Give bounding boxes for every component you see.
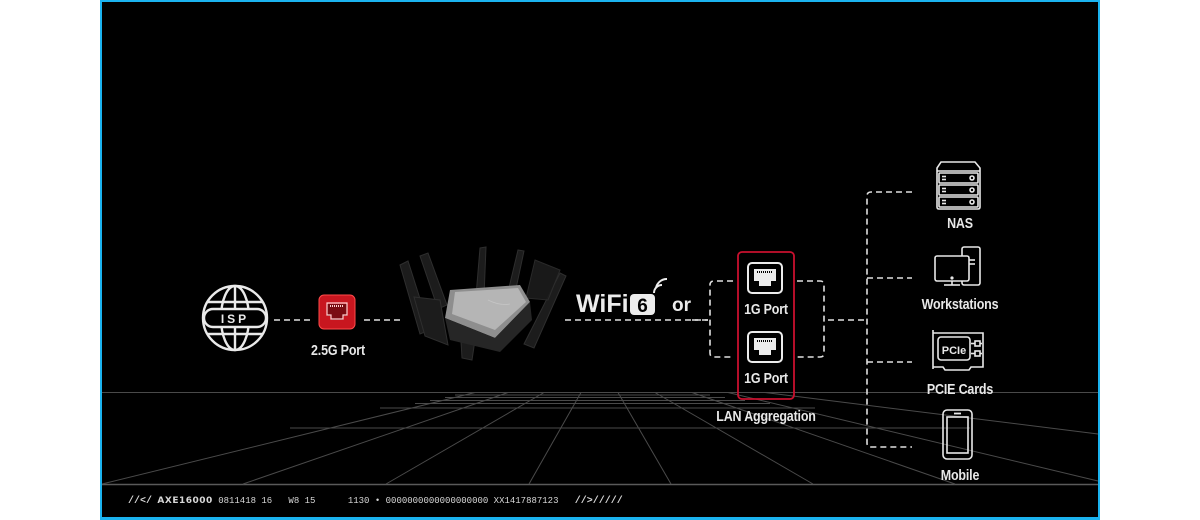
nas-server-icon <box>936 161 981 210</box>
mobile-phone-icon <box>942 409 973 460</box>
footer-suffix: //>///// <box>574 496 623 507</box>
footer-prefix: //</ <box>128 496 153 507</box>
lan-port-1-label: 1G Port <box>744 302 788 318</box>
device-label-nas: NAS <box>947 216 973 232</box>
wifi-label: WiFi <box>576 290 629 319</box>
footer-model: AXE16000 <box>157 496 213 506</box>
workstation-icon <box>934 246 981 286</box>
device-label-mobile: Mobile <box>940 468 980 484</box>
connection-lines <box>274 191 912 448</box>
lan-port-2-icon <box>747 331 783 363</box>
svg-text:PCIe: PCIe <box>942 345 966 357</box>
lan-aggregation-label: LAN Aggregation <box>716 409 816 425</box>
lan-port-1-icon <box>747 262 783 294</box>
device-label-pcie-cards: PCIE Cards <box>926 382 994 398</box>
svg-text:6: 6 <box>637 296 648 317</box>
globe-icon: ISP <box>201 284 269 352</box>
footer-code-1: 0811418 16 <box>218 496 273 506</box>
or-label: or <box>672 295 691 316</box>
wifi-text: WiFi <box>576 290 629 318</box>
lan-aggregation-group <box>737 251 795 400</box>
diagram-frame <box>100 0 1100 520</box>
router-icon <box>399 246 567 361</box>
device-label-workstations: Workstations <box>921 297 999 313</box>
lan-port-2-label: 1G Port <box>744 371 788 387</box>
footer-code-2: W8 15 <box>288 496 316 506</box>
perspective-grid <box>101 392 1099 486</box>
footer-code-strip: //</ AXE16000 0811418 16 W8 15 1130 • 00… <box>128 496 623 507</box>
footer-code-3: 1130 • 0000000000000000000 XX1417887123 <box>347 496 559 506</box>
wan-ethernet-port-icon <box>318 294 356 330</box>
wifi6-badge-icon: 6 <box>630 277 668 317</box>
wan-port-label: 2.5G Port <box>311 343 365 359</box>
svg-text:ISP: ISP <box>221 312 249 326</box>
pcie-card-icon: PCIe <box>932 330 984 371</box>
